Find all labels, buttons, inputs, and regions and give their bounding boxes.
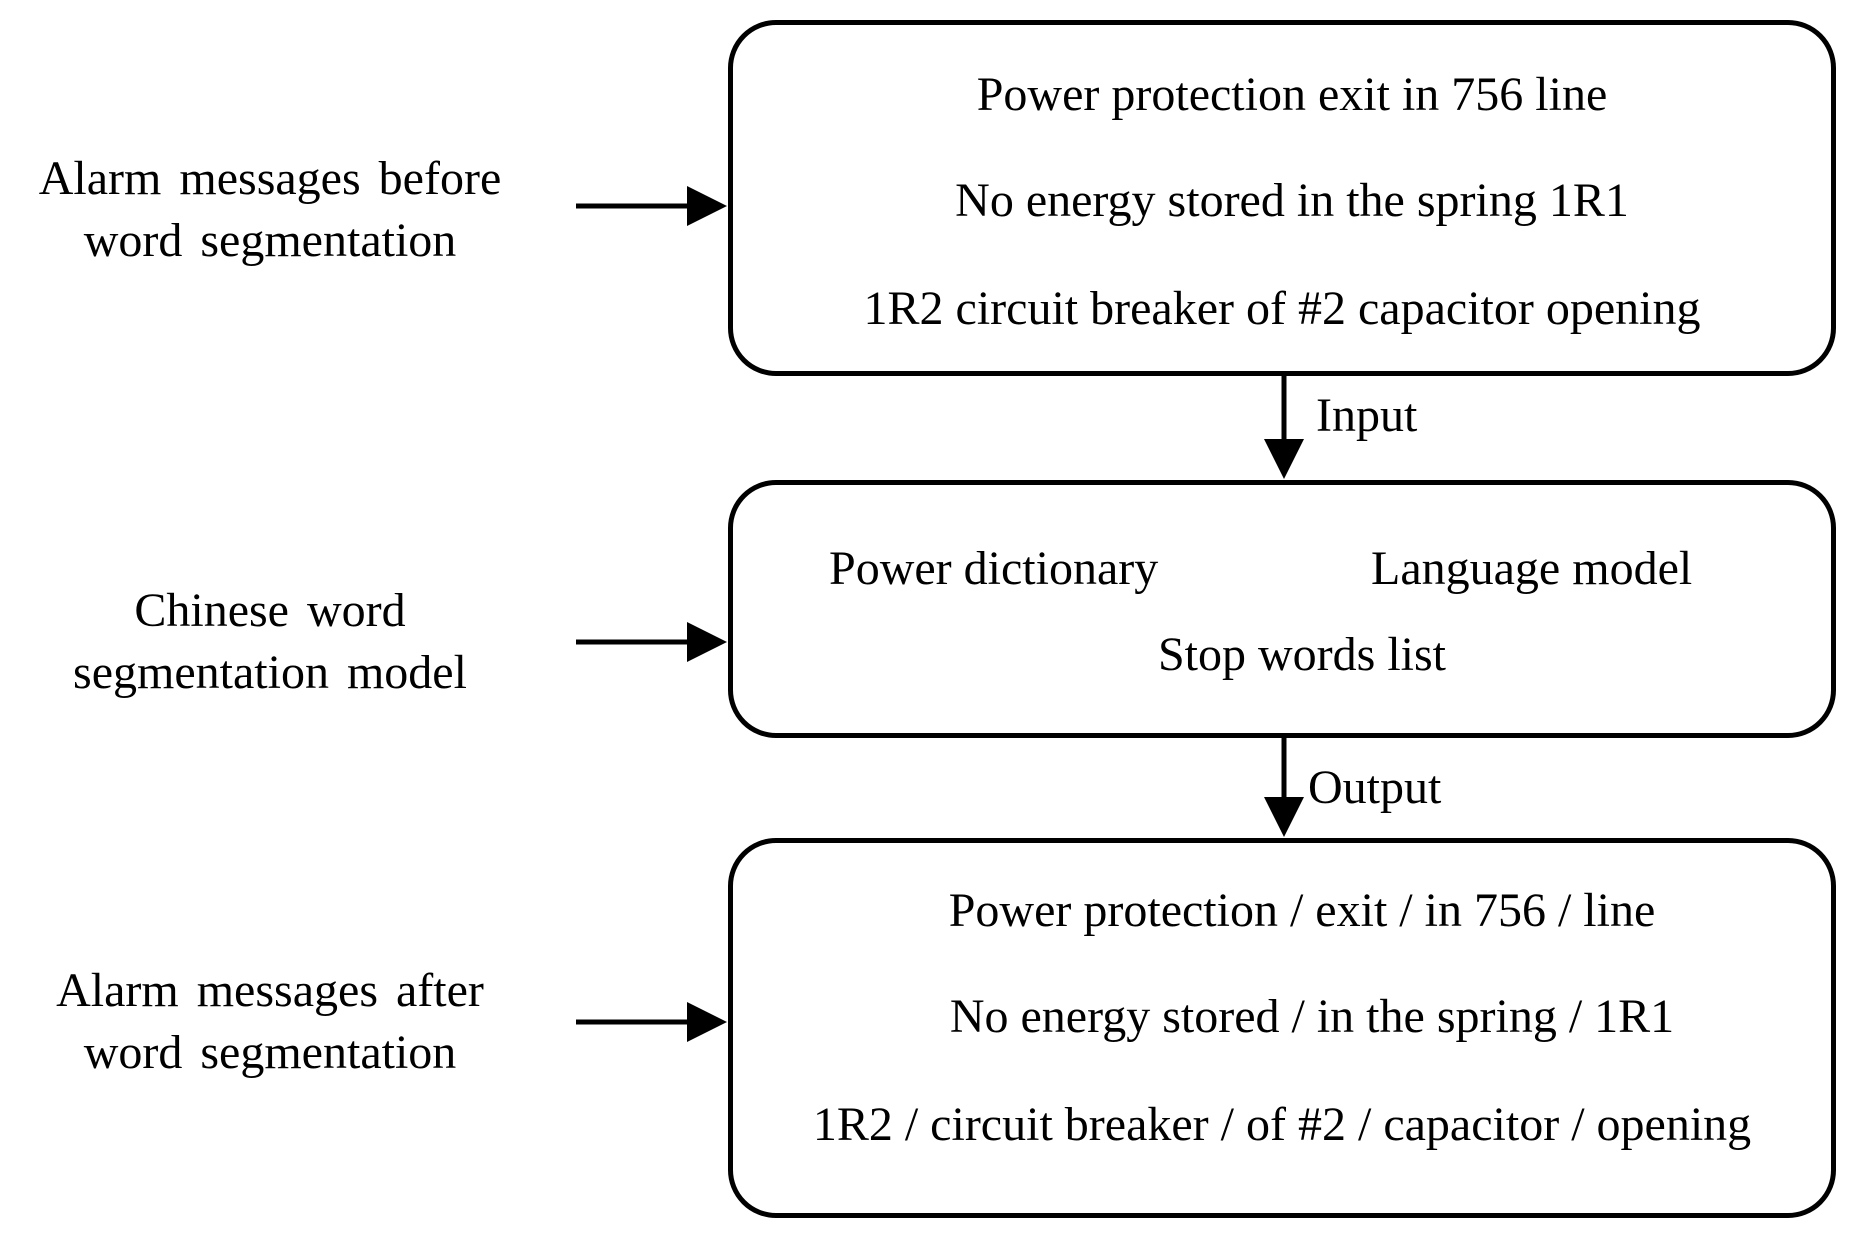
label-model-line-1: Chinese word	[134, 584, 406, 637]
stop-words-list: Stop words list	[1157, 628, 1447, 681]
label-after-segmentation: Alarm messages after word segmentation	[0, 960, 540, 1084]
output-label: Output	[1308, 761, 1442, 814]
box-segmentation-model: Power dictionary Language model Stop wor…	[728, 480, 1836, 738]
message-after-2: No energy stored / in the spring / 1R1	[949, 990, 1675, 1043]
power-dictionary: Power dictionary	[829, 542, 1159, 595]
language-model: Language model	[1371, 542, 1693, 595]
message-before-3: 1R2 circuit breaker of #2 capacitor open…	[863, 282, 1701, 335]
label-segmentation-model: Chinese word segmentation model	[0, 580, 540, 704]
label-before-segmentation: Alarm messages before word segmentation	[0, 148, 540, 272]
label-model-line-2: segmentation model	[73, 646, 467, 699]
box-messages-before: Power protection exit in 756 line No ene…	[728, 20, 1836, 376]
message-after-3: 1R2 / circuit breaker / of #2 / capacito…	[812, 1098, 1752, 1151]
input-label: Input	[1316, 389, 1418, 442]
message-before-1: Power protection exit in 756 line	[976, 68, 1608, 121]
label-after-line-2: word segmentation	[83, 1026, 457, 1079]
label-before-line-2: word segmentation	[83, 214, 457, 267]
message-before-2: No energy stored in the spring 1R1	[955, 174, 1629, 227]
label-before-line-1: Alarm messages before	[38, 152, 502, 205]
box-messages-after: Power protection / exit / in 756 / line …	[728, 838, 1836, 1218]
label-after-line-1: Alarm messages after	[56, 964, 484, 1017]
message-after-1: Power protection / exit / in 756 / line	[948, 884, 1656, 937]
